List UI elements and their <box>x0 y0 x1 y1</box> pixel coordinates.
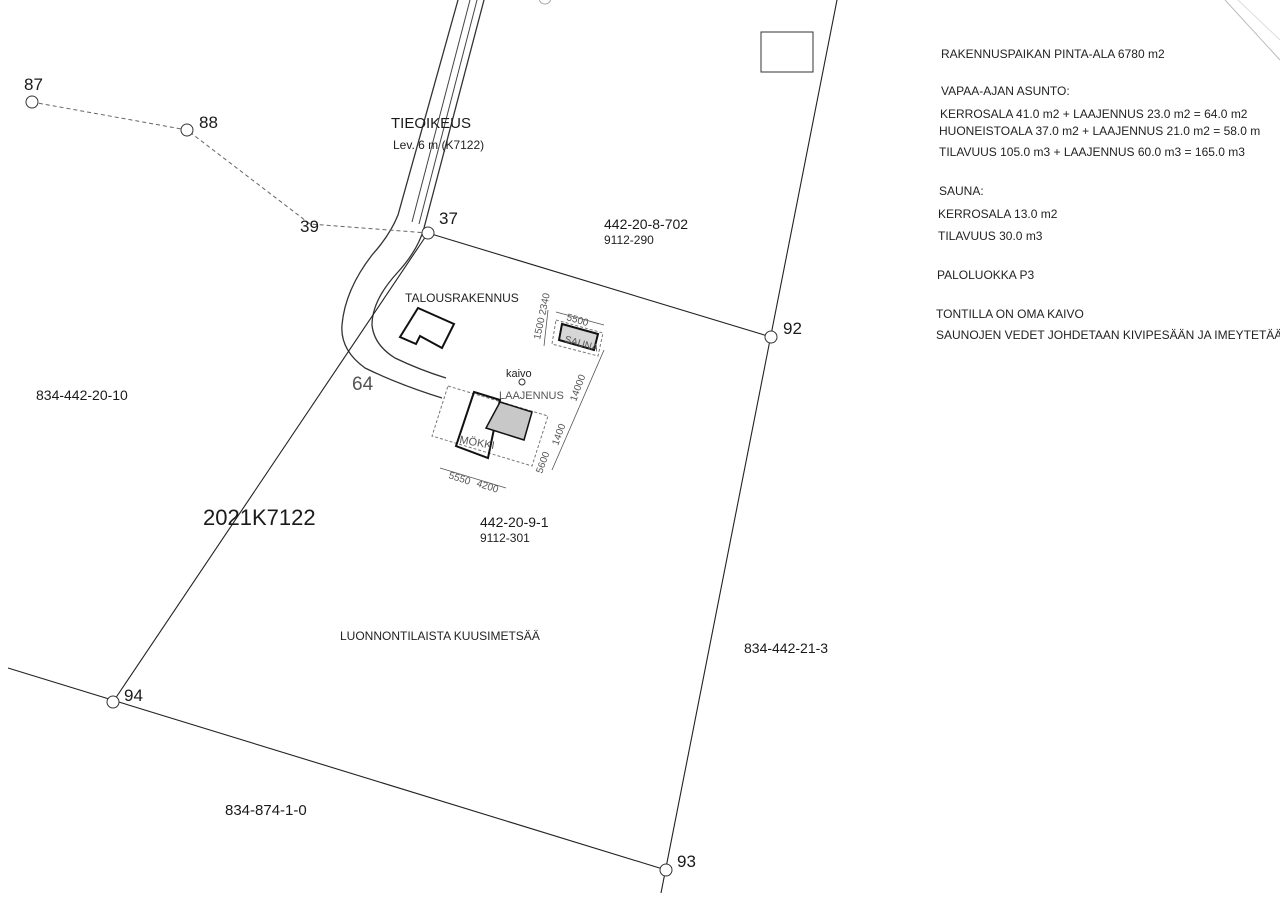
extension-label: LAAJENNUS <box>499 390 564 402</box>
vegetation-label: LUONNONTILAISTA KUUSIMETSÄÄ <box>340 629 540 643</box>
parcel-south-id: 834-874-1-0 <box>225 802 307 819</box>
road-number: 64 <box>352 374 374 395</box>
note-line-1: TONTILLA ON OMA KAIVO <box>936 307 1084 321</box>
dim-side-mid: 1400 <box>550 422 568 447</box>
point-label-92: 92 <box>783 319 802 338</box>
vacation-home-line-2: HUONEISTOALA 37.0 m2 + LAAJENNUS 21.0 m2… <box>939 124 1260 138</box>
parcel-east-id: 834-442-21-3 <box>744 640 828 656</box>
boundary-point-87 <box>25 95 39 109</box>
outbuilding-label: TALOUSRAKENNUS <box>405 291 519 305</box>
dimension-lines <box>439 309 605 489</box>
boundary-point-88 <box>180 123 194 137</box>
parcel-north-sub: 9112-290 <box>604 233 654 247</box>
point-label-88: 88 <box>199 113 218 132</box>
road-title: TIEOIKEUS <box>391 115 471 132</box>
point-label-39: 39 <box>300 217 319 236</box>
road-edges <box>341 0 485 399</box>
well-label: kaivo <box>506 368 532 380</box>
boundary-point-93 <box>659 863 673 877</box>
parcel-main-id: 442-20-9-1 <box>480 514 549 530</box>
well: kaivo <box>506 368 532 386</box>
point-label-94: 94 <box>124 686 143 705</box>
boundary-point-37 <box>421 226 435 240</box>
boundary-point-94 <box>106 695 120 709</box>
road-stub-marker <box>538 0 552 5</box>
dim-bottom-a: 5550 <box>447 470 472 487</box>
road-centerline <box>411 0 478 225</box>
outbuilding: TALOUSRAKENNUS <box>398 291 519 350</box>
point-label-87: 87 <box>24 75 43 94</box>
note-line-2: SAUNOJEN VEDET JOHDETAAN KIVIPESÄÄN JA I… <box>936 328 1280 342</box>
sauna-line-2: TILAVUUS 30.0 m3 <box>938 229 1043 243</box>
parcel-north-id: 442-20-8-702 <box>604 216 688 232</box>
point-label-37: 37 <box>439 209 458 228</box>
survey-code: 2021K7122 <box>203 505 316 530</box>
dim-bottom-b: 4200 <box>475 478 500 495</box>
traverse-line-dashed <box>31 101 429 234</box>
boundary-point-markers <box>25 95 778 877</box>
boundary-point-92 <box>764 330 778 344</box>
reference-square-marker <box>760 31 814 73</box>
vacation-home-line-1: KERROSALA 41.0 m2 + LAAJENNUS 23.0 m2 = … <box>940 107 1248 121</box>
vacation-home-line-3: TILAVUUS 105.0 m3 + LAAJENNUS 60.0 m3 = … <box>939 145 1245 159</box>
sheet-fold-edge <box>1224 0 1280 61</box>
cottage-building: LAAJENNUS MÖKKI <box>431 385 564 467</box>
dim-long-side: 14000 <box>568 373 588 403</box>
sauna-heading: SAUNA: <box>939 184 984 198</box>
dim-sauna-side: 1500 2340 <box>532 292 553 341</box>
parcel-west-id: 834-442-20-10 <box>36 387 128 403</box>
point-label-93: 93 <box>677 852 696 871</box>
parcel-boundaries <box>7 0 838 894</box>
parcel-main-sub: 9112-301 <box>480 531 530 545</box>
fire-class: PALOLUOKKA P3 <box>937 268 1034 282</box>
sauna-line-1: KERROSALA 13.0 m2 <box>938 207 1058 221</box>
vacation-home-heading: VAPAA-AJAN ASUNTO: <box>941 84 1070 98</box>
site-summary-panel: RAKENNUSPAIKAN PINTA-ALA 6780 m2 VAPAA-A… <box>936 47 1280 342</box>
dim-side-low: 5600 <box>534 450 552 475</box>
site-area-line: RAKENNUSPAIKAN PINTA-ALA 6780 m2 <box>941 47 1165 61</box>
road-width-note: Lev. 6 m (K7122) <box>393 138 484 152</box>
